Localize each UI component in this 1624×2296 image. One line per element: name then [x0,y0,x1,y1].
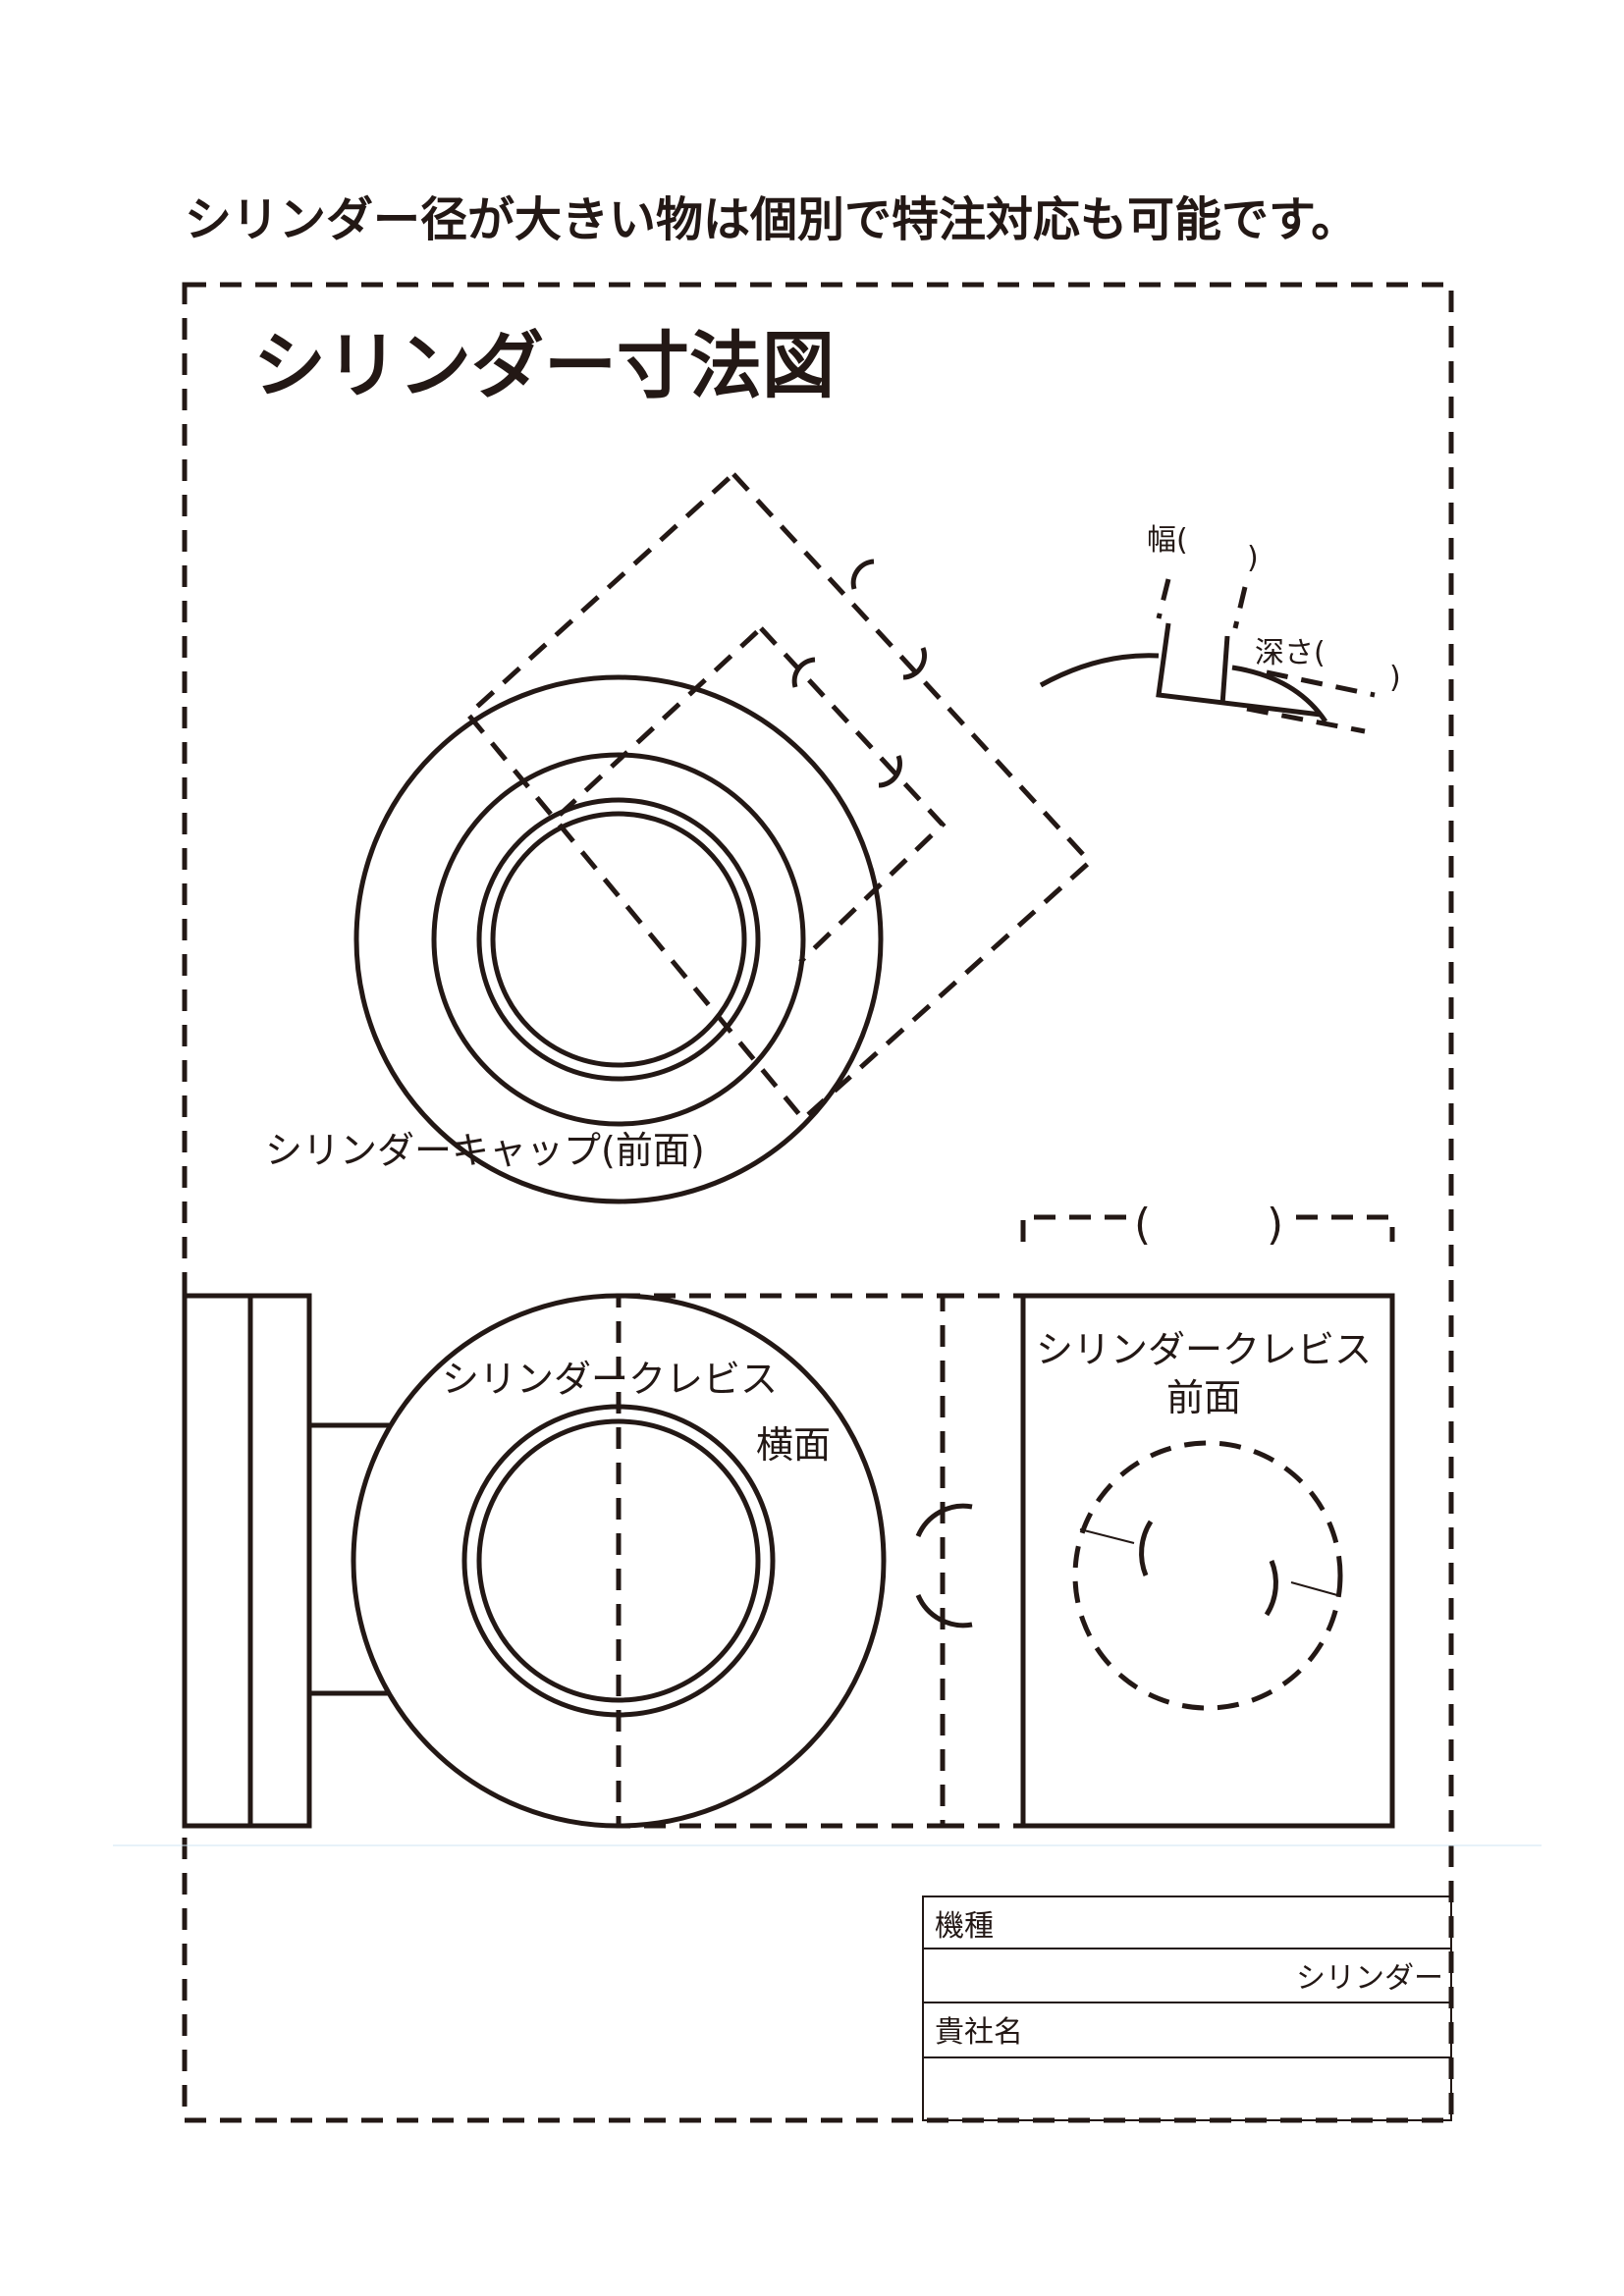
clevis-front-drawing: ( ) シリンダークレビス 前面 [1020,1200,1395,1829]
cap-label: シリンダーキャップ(前面) [265,1129,705,1172]
clevis-side-label-2: 横面 [756,1423,831,1467]
cylinder-cap-drawing: シリンダーキャップ(前面) [265,470,1094,1204]
sheet-border [182,282,1454,2123]
clevis-front-label-1: シリンダークレビス [1036,1328,1372,1371]
model-label: 機種 [935,1909,994,1944]
front-close-paren: ) [1267,1200,1283,1250]
header-notice: シリンダー径が大きい物は個別で特注対応も可能です。 [185,192,1358,247]
model-value: シリンダー [1296,1961,1443,1996]
clevis-front-label-2: 前面 [1166,1376,1241,1419]
width-label: 幅( [1147,523,1188,558]
clevis-side-drawing: シリンダークレビス 横面 [182,1293,1023,1829]
width-close-paren: ) [1247,541,1259,575]
page-title: シリンダー寸法図 [253,324,835,408]
depth-label: 深さ( [1255,636,1326,670]
clevis-side-label-1: シリンダークレビス [442,1358,778,1401]
depth-close-paren: ) [1389,661,1401,695]
company-label: 貴社名 [935,2015,1023,2050]
title-block: 機種 シリンダー 貴社名 [922,1896,1452,2121]
groove-detail: 幅( ) 深さ( ) [1039,523,1401,734]
front-open-paren: ( [1134,1200,1151,1250]
